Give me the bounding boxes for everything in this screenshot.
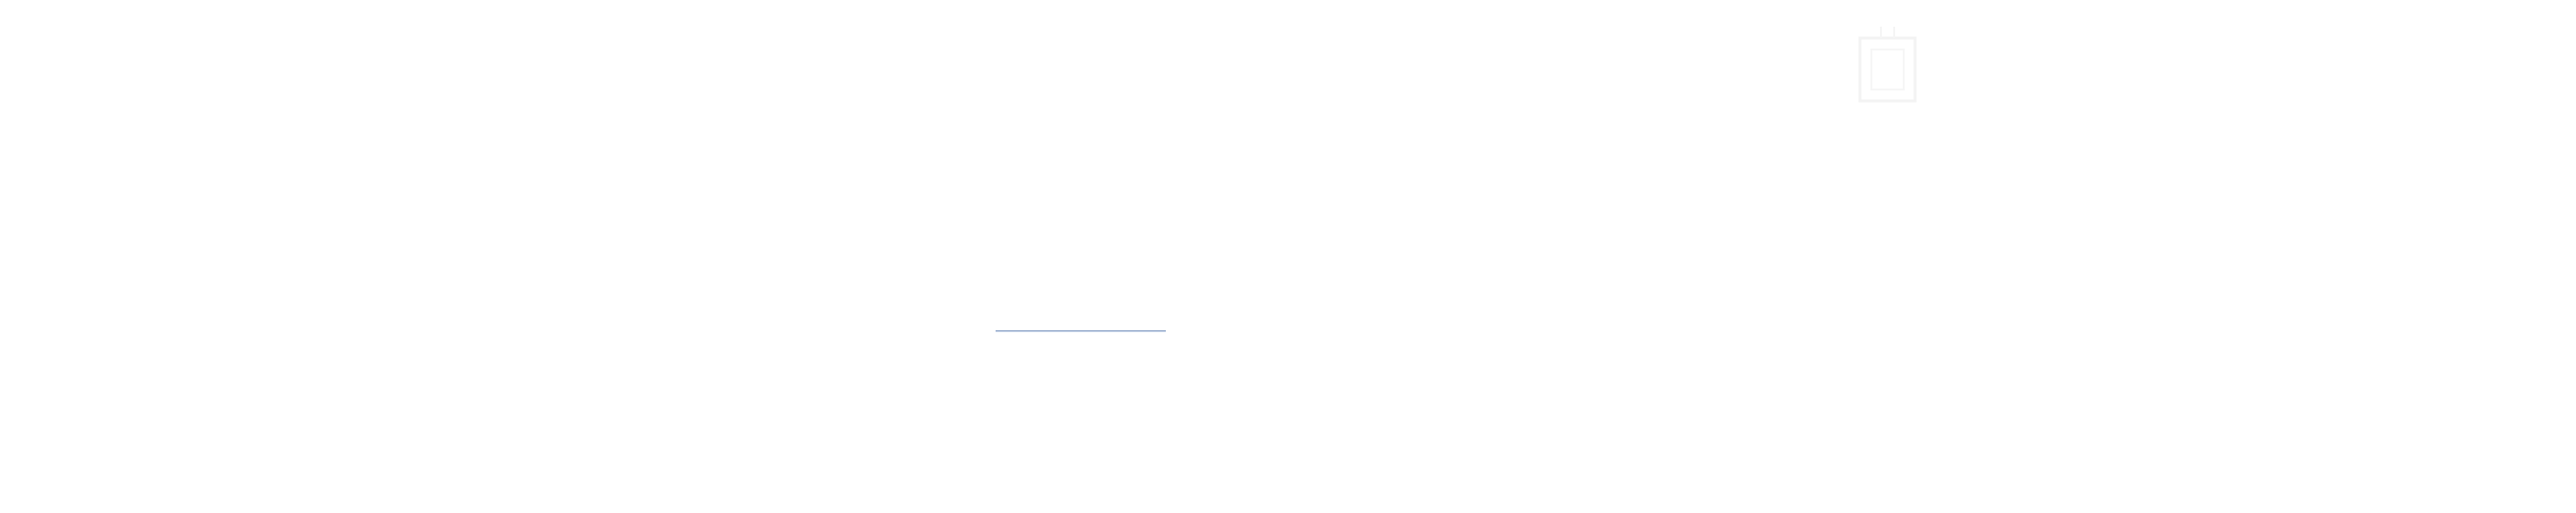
document-placeholder-icon: [1852, 17, 1928, 112]
link-underline: [996, 330, 1166, 331]
link-underline-shadow: [996, 331, 1166, 332]
underline-link[interactable]: [996, 330, 1166, 332]
